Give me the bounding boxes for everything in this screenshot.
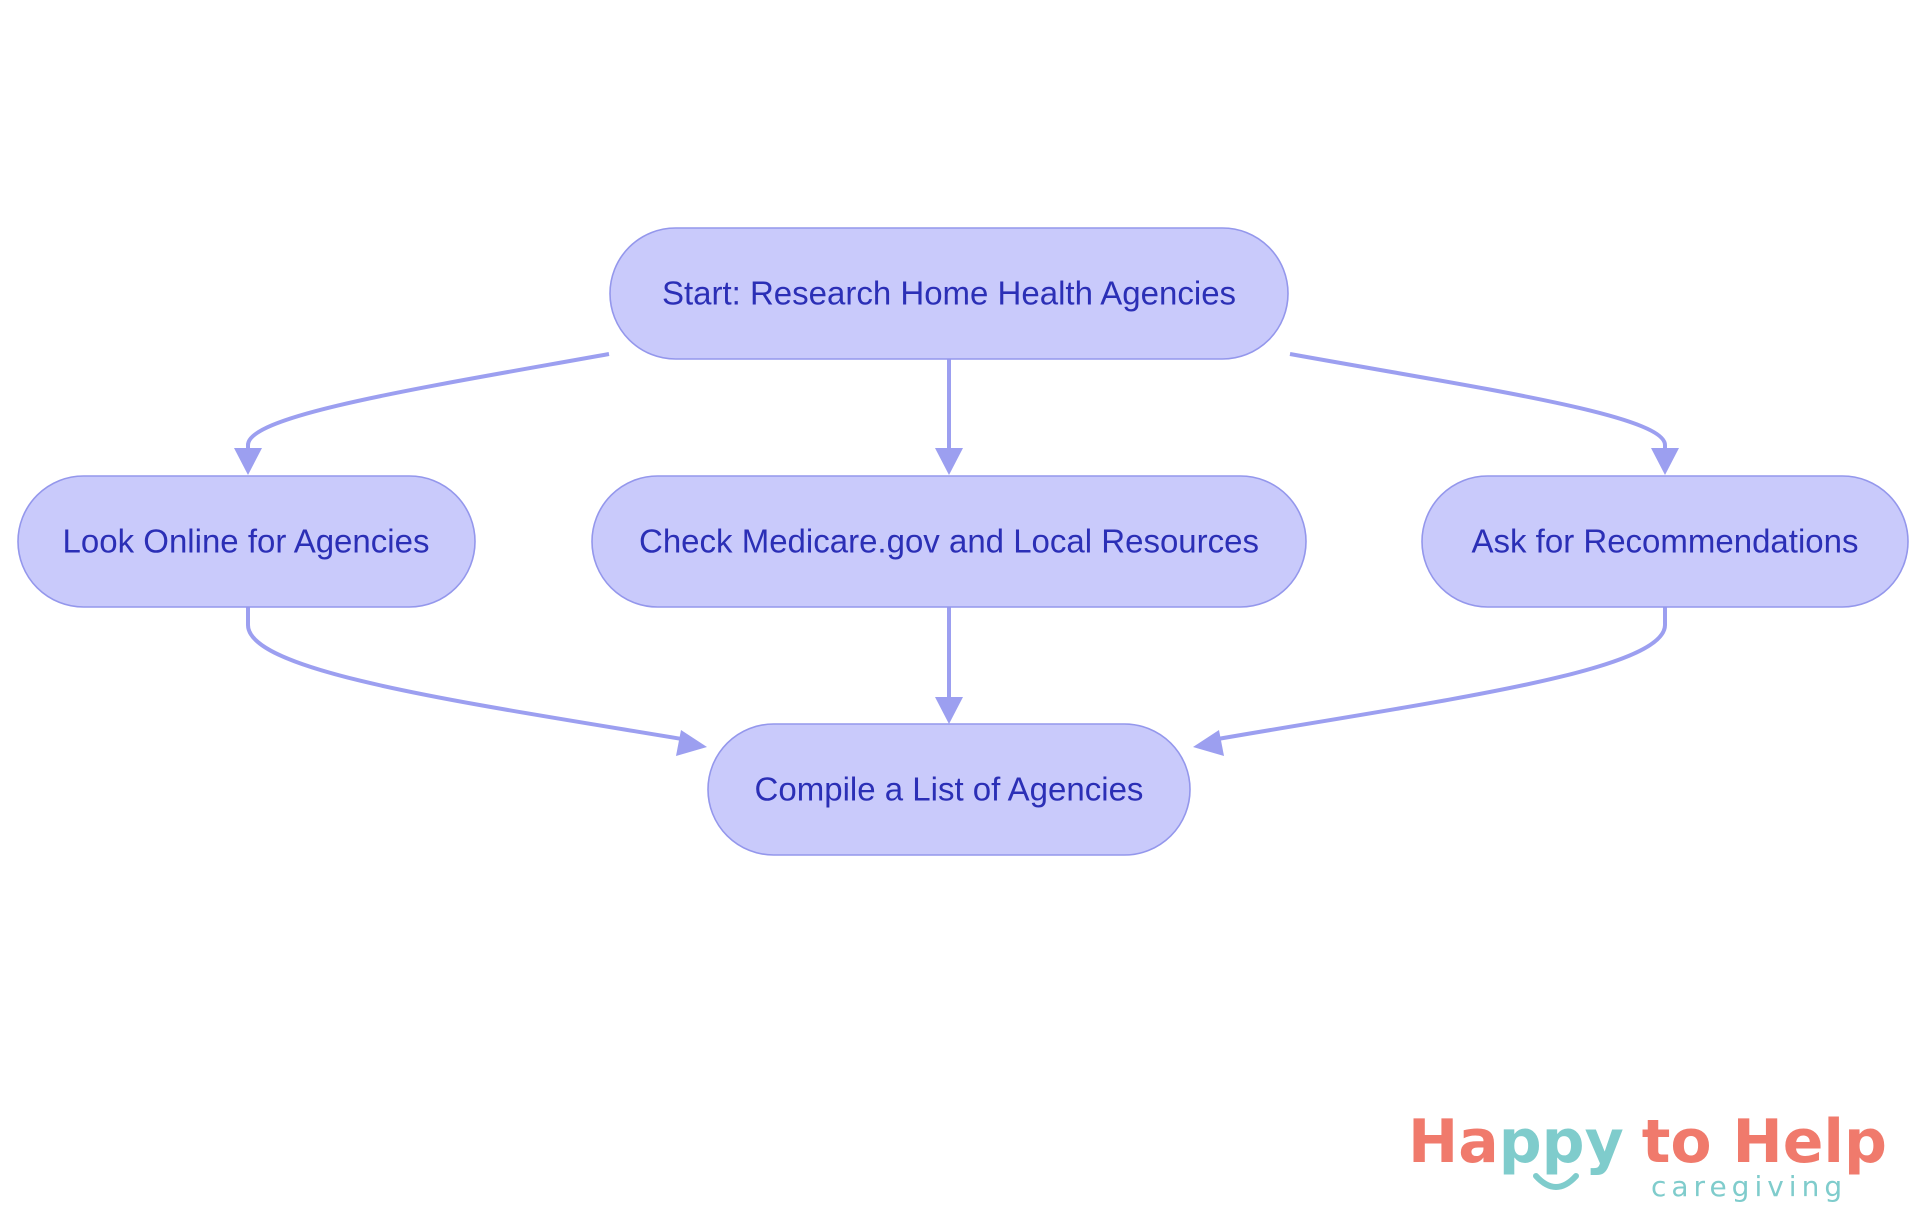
arrow-start-to-medicare: [935, 448, 963, 475]
logo-word-ha: Ha: [1408, 1107, 1499, 1177]
edge-start-to-recommend: [1289, 352, 1667, 455]
logo-word-ppy: ppy: [1499, 1107, 1624, 1177]
arrow-online-to-compile: [676, 730, 707, 756]
node-ask-recommendations-label: Ask for Recommendations: [1472, 523, 1859, 560]
happy-to-help-logo: Happy to Help caregiving: [1408, 1107, 1887, 1203]
edges: [234, 352, 1679, 756]
edge-online-to-compile: [246, 607, 689, 742]
logo-tagline: caregiving: [1651, 1170, 1847, 1203]
arrow-start-to-online: [234, 448, 262, 475]
arrow-start-to-recommend: [1651, 448, 1679, 475]
node-start[interactable]: Start: Research Home Health Agencies: [609, 227, 1289, 360]
arrow-recommend-to-compile: [1193, 730, 1224, 756]
node-ask-recommendations[interactable]: Ask for Recommendations: [1421, 475, 1909, 608]
node-compile-list[interactable]: Compile a List of Agencies: [707, 723, 1191, 856]
edge-recommend-to-compile: [1211, 607, 1667, 742]
node-check-medicare-label: Check Medicare.gov and Local Resources: [639, 523, 1259, 560]
logo-word-to-help: to Help: [1642, 1107, 1887, 1177]
edge-start-to-online: [246, 352, 610, 455]
arrow-medicare-to-compile: [935, 697, 963, 724]
node-start-label: Start: Research Home Health Agencies: [662, 275, 1236, 312]
node-compile-list-label: Compile a List of Agencies: [755, 771, 1144, 808]
smile-icon: [1533, 1173, 1579, 1190]
node-look-online-label: Look Online for Agencies: [63, 523, 430, 560]
node-check-medicare[interactable]: Check Medicare.gov and Local Resources: [591, 475, 1307, 608]
node-look-online[interactable]: Look Online for Agencies: [17, 475, 476, 608]
